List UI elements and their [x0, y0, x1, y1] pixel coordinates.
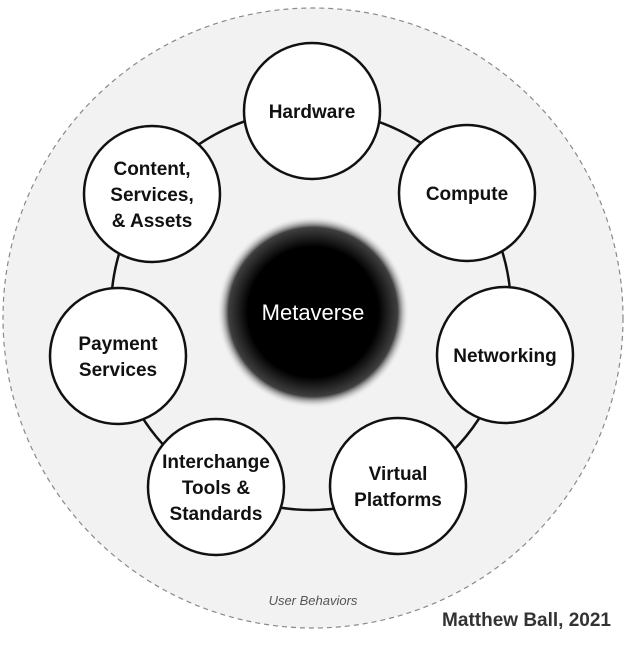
node-label-payment-services: Payment [78, 334, 158, 355]
node-label-interchange-tools-standards: Tools & [182, 478, 251, 499]
node-networking: Networking [435, 285, 575, 425]
node-label-payment-services: Services [79, 360, 157, 381]
node-circle-payment-services [48, 286, 188, 426]
node-circle-compute [397, 123, 537, 263]
node-label-content-services-assets: Content, [113, 159, 190, 180]
node-content-services-assets: Content, Services, & Assets [82, 124, 222, 264]
node-hardware: Hardware [242, 41, 382, 181]
node-label-interchange-tools-standards: Interchange [162, 452, 270, 473]
metaverse-label: Metaverse [262, 300, 365, 325]
node-label-content-services-assets: Services, [110, 185, 193, 206]
node-circle-hardware [242, 41, 382, 181]
author-credit: Matthew Ball, 2021 [442, 610, 611, 631]
node-compute: Compute [397, 123, 537, 263]
node-circle-content-services-assets [82, 124, 222, 264]
user-behaviors-label: User Behaviors [269, 593, 358, 608]
node-group: HardwareComputeNetworkingVirtualPlatform… [48, 41, 575, 557]
node-label-networking: Networking [453, 346, 556, 367]
node-circle-networking [435, 285, 575, 425]
node-label-interchange-tools-standards: Standards [170, 504, 263, 525]
node-label-virtual-platforms: Platforms [354, 490, 442, 511]
node-label-hardware: Hardware [269, 102, 356, 123]
metaverse-core [217, 216, 409, 408]
node-label-virtual-platforms: Virtual [369, 464, 428, 485]
node-label-content-services-assets: & Assets [112, 211, 193, 232]
user-behaviors-boundary [2, 7, 624, 629]
node-label-compute: Compute [426, 184, 508, 205]
node-circle-virtual-platforms [328, 416, 468, 556]
node-circle-interchange-tools-standards [146, 417, 286, 557]
